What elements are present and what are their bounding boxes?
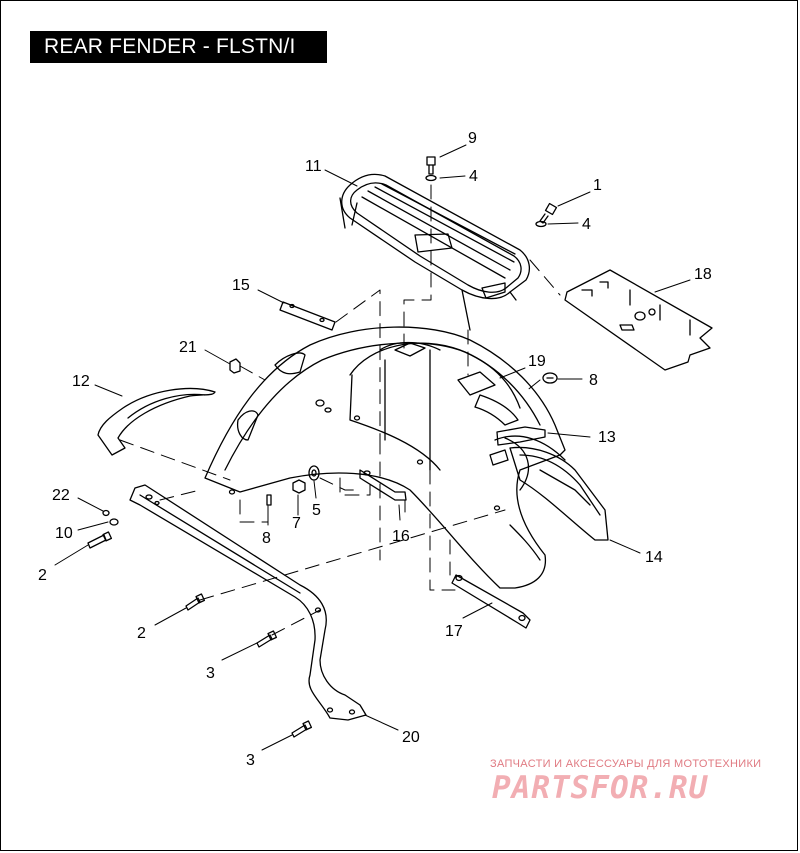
nut-21 bbox=[229, 358, 241, 374]
washer-10 bbox=[109, 518, 119, 526]
callout-6: 8 bbox=[589, 372, 598, 389]
lower-strut bbox=[451, 574, 531, 629]
callout-10: 10 bbox=[55, 525, 73, 542]
washer-5 bbox=[308, 465, 320, 481]
callout-19: 19 bbox=[528, 353, 546, 370]
callout-1: 1 bbox=[593, 177, 602, 194]
callout-13: 13 bbox=[598, 429, 616, 446]
grommet-6 bbox=[542, 372, 558, 384]
side-support bbox=[129, 484, 367, 721]
tip-bracket bbox=[489, 426, 546, 466]
bolt-2b bbox=[185, 593, 206, 611]
callout-4-top: 4 bbox=[469, 168, 478, 185]
watermark-logo: PARTSFOR.RU bbox=[492, 770, 709, 806]
callout-12: 12 bbox=[72, 373, 90, 390]
callout-16: 16 bbox=[392, 528, 410, 545]
callout-7: 7 bbox=[292, 515, 301, 532]
callout-11: 11 bbox=[305, 158, 322, 175]
callout-21: 21 bbox=[179, 339, 197, 356]
clip-8 bbox=[266, 494, 272, 506]
callout-22: 22 bbox=[52, 487, 70, 504]
callout-2-lower: 2 bbox=[137, 625, 146, 642]
washer-22 bbox=[102, 509, 110, 517]
rear-fender bbox=[204, 326, 566, 589]
callout-2-upper: 2 bbox=[38, 567, 47, 584]
rack-bolt bbox=[425, 156, 437, 182]
callout-3-upper: 3 bbox=[206, 665, 215, 682]
callout-labels: 9 4 1 4 11 18 15 21 12 8 19 13 14 22 10 … bbox=[38, 130, 712, 769]
callout-9: 9 bbox=[468, 130, 477, 147]
callout-4-front: 4 bbox=[582, 216, 591, 233]
callout-15: 15 bbox=[232, 277, 250, 294]
fender-tip bbox=[509, 446, 609, 541]
bolt-3b bbox=[291, 720, 313, 738]
alignment-lines bbox=[119, 184, 561, 636]
luggage-rack bbox=[339, 173, 531, 331]
callout-5: 5 bbox=[312, 502, 321, 519]
rear-plate bbox=[564, 269, 713, 371]
rack-bolt-front bbox=[535, 202, 558, 228]
callout-8: 8 bbox=[262, 530, 271, 547]
callout-3-lower: 3 bbox=[246, 752, 255, 769]
diagram-title: REAR FENDER - FLSTN/I bbox=[30, 31, 327, 63]
leader-lines bbox=[54, 144, 691, 751]
callout-17: 17 bbox=[445, 623, 463, 640]
callout-18: 18 bbox=[694, 266, 712, 283]
side-rail bbox=[97, 387, 216, 456]
watermark-tagline: ЗАПЧАСТИ И АКСЕССУАРЫ ДЛЯ МОТОТЕХНИКИ bbox=[490, 758, 762, 770]
fender-support bbox=[359, 469, 407, 501]
nut-7 bbox=[292, 479, 306, 494]
fender-strut-bar bbox=[279, 301, 336, 331]
bolt-2a bbox=[87, 531, 113, 549]
callout-14: 14 bbox=[645, 549, 663, 566]
callout-20: 20 bbox=[402, 729, 420, 746]
bolt-3a bbox=[256, 630, 278, 648]
